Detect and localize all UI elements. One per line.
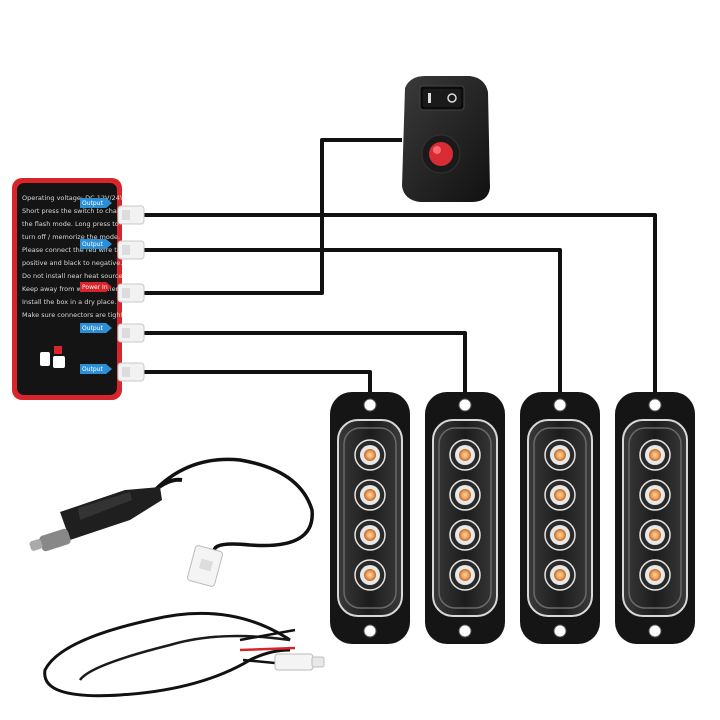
controller-connectors	[117, 205, 145, 382]
instruction-line: the flash mode. Long press to	[22, 220, 119, 228]
instruction-line: Do not install near heat source.	[22, 272, 125, 280]
flash-controller-box: Operating voltage: DC 12V/24V Short press…	[12, 178, 134, 400]
led-icon	[354, 519, 386, 551]
port-label: Output	[82, 325, 103, 332]
output-tag: Output	[80, 364, 112, 374]
led-icon	[544, 519, 576, 551]
cable-connector	[117, 283, 145, 303]
led-icon	[544, 559, 576, 591]
led-icon	[544, 439, 576, 471]
instruction-line: positive and black to negative.	[22, 259, 122, 267]
instruction-line: Please connect the red wire to	[22, 246, 121, 254]
led-icon	[449, 559, 481, 591]
wiring-harness	[140, 138, 657, 392]
connector-plug-icon	[274, 653, 325, 671]
output-tag: Output	[80, 323, 112, 333]
connector-plug-icon	[186, 545, 224, 587]
instruction-line: Short press the switch to change	[22, 207, 129, 215]
bare-wire-power-cable	[43, 611, 325, 698]
led-icon	[639, 519, 671, 551]
rocker-switch-icon	[419, 85, 465, 111]
led-icon	[639, 479, 671, 511]
output-tag: Output	[80, 198, 112, 208]
port-label: Output	[82, 200, 103, 207]
light-head	[330, 392, 410, 644]
light-head	[615, 392, 695, 644]
led-icon	[449, 479, 481, 511]
led-icon	[639, 559, 671, 591]
port-label: Power In	[82, 284, 108, 291]
port-label: Output	[82, 366, 103, 373]
instruction-line: Operating voltage: DC 12V/24V	[22, 194, 125, 202]
cable-connector	[117, 323, 145, 343]
instruction-line: Keep away from water immersion.	[22, 285, 134, 293]
led-icon	[354, 479, 386, 511]
led-icon	[544, 479, 576, 511]
plug-icon	[29, 487, 162, 552]
light-head	[425, 392, 505, 644]
instruction-line: Make sure connectors are tight.	[22, 311, 125, 319]
port-label: Output	[82, 241, 103, 248]
instruction-line: turn off / memorize the mode.	[22, 233, 120, 241]
cable-connector	[117, 240, 145, 260]
led-icon	[354, 559, 386, 591]
led-icon	[639, 439, 671, 471]
output-tag: Output	[80, 239, 112, 249]
warning-icon	[40, 346, 65, 368]
cable-connector	[117, 205, 145, 225]
light-head	[520, 392, 600, 644]
cable-connector	[117, 362, 145, 382]
led-icon	[449, 519, 481, 551]
power-in-tag: Power In	[80, 282, 112, 292]
cigarette-lighter-plug-cable	[29, 457, 314, 587]
light-heads	[330, 392, 695, 644]
instruction-line: Install the box in a dry place.	[22, 298, 117, 306]
push-button-icon	[421, 134, 461, 174]
controller-instructions: Operating voltage: DC 12V/24V Short press…	[22, 194, 134, 319]
led-icon	[449, 439, 481, 471]
led-icon	[354, 439, 386, 471]
switch-box	[402, 76, 490, 202]
